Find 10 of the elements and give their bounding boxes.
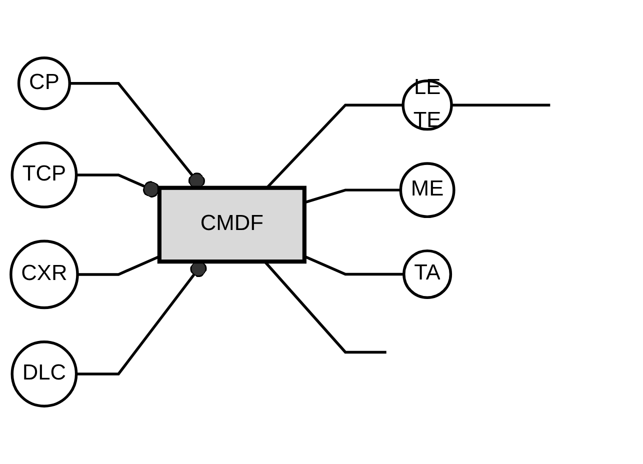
node-circle: ME: [399, 162, 456, 218]
connector: [304, 188, 401, 204]
connector: [76, 174, 160, 198]
node-circle: TCP: [10, 142, 78, 208]
node-circle: CXR: [10, 240, 79, 310]
node-circle: TA: [402, 249, 452, 299]
node-circle: CP: [17, 56, 71, 110]
node-circle: DLC: [10, 340, 78, 408]
connector: [452, 104, 550, 106]
node-box: CMDF: [157, 186, 306, 264]
